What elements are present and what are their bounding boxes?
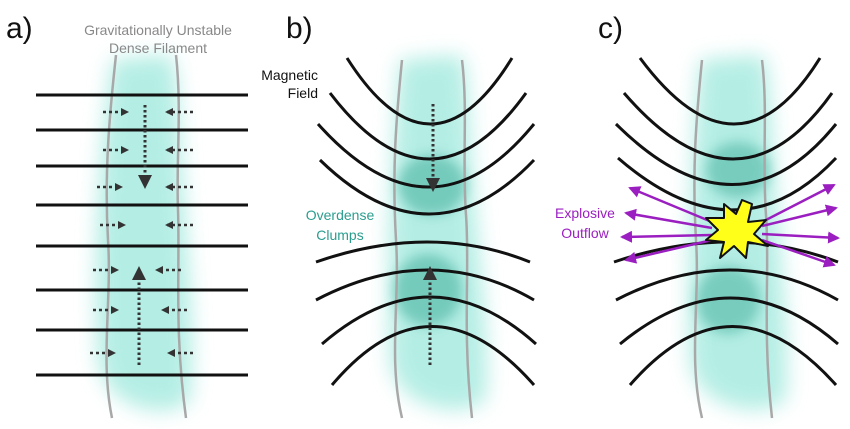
filament-edge-right-a: [174, 54, 188, 419]
outflow-arrows-c: [620, 183, 840, 268]
filament-a: [95, 55, 192, 411]
panel-a: a): [6, 12, 248, 419]
clumps-label-line1: Overdense: [306, 207, 375, 223]
outflow-label-line1: Explosive: [555, 205, 615, 221]
explosion-star-icon: [705, 199, 769, 259]
panel-a-label: a): [6, 12, 33, 45]
filament-label-line1: Gravitationally Unstable: [84, 22, 232, 38]
panel-c: c): [555, 12, 840, 419]
field-label-line1: Magnetic: [261, 67, 318, 83]
clump-c-lower: [696, 266, 760, 334]
outflow-label-line2: Outflow: [561, 225, 609, 241]
field-lines-a: [36, 93, 248, 377]
filament-edge-right-b: [460, 59, 474, 419]
filament-edge-left-a: [105, 54, 118, 419]
field-label-line2: Field: [288, 85, 318, 101]
filament-edge-right-c: [760, 59, 774, 419]
collapse-arrows-a: [132, 105, 152, 365]
overdense-clump-lower: [394, 254, 462, 326]
panel-b: b) Magnetic Field Overdense Clumps: [261, 12, 537, 419]
collapse-arrows-b: [423, 104, 440, 365]
filament-label-line2: Dense Filament: [109, 40, 207, 56]
inflow-arrows-a: [90, 108, 193, 357]
clump-c-upper: [706, 142, 770, 198]
field-lines-c-lower: [613, 240, 839, 386]
clumps-label-line2: Clumps: [316, 227, 363, 243]
panel-b-label: b): [286, 12, 313, 45]
panel-c-label: c): [598, 12, 623, 45]
